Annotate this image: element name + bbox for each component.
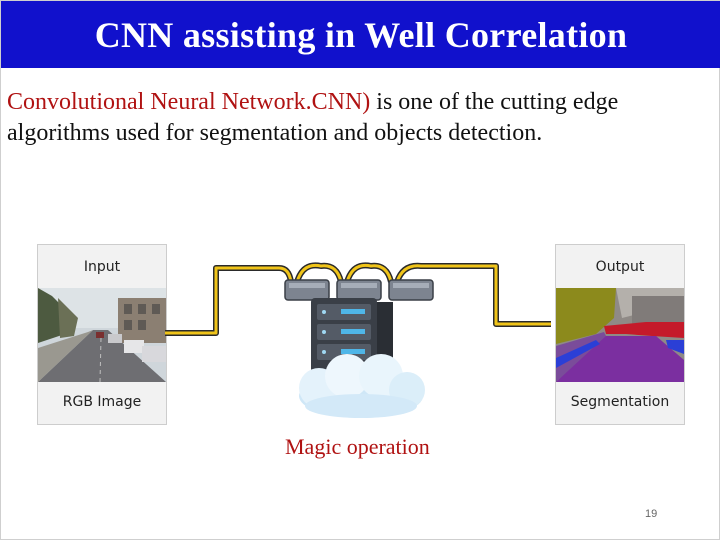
connector-blocks [284,279,434,301]
page-number: 19 [645,508,658,520]
output-label: Output [595,259,645,275]
cloud-icon [299,354,425,418]
input-card: Input RGB Image [37,244,167,425]
body-paragraph: Convolutional Neural Network.CNN) is one… [7,87,715,149]
body-highlight: Convolutional Neural Network.CNN) [7,89,371,115]
input-label: Input [83,259,121,275]
cnn-diagram [165,262,551,418]
magic-operation-caption: Magic operation [285,434,430,459]
rgb-image-label: RGB Image [62,394,142,410]
output-card: Output Segmentation [555,244,685,425]
slide-title: CNN assisting in Well Correlation [1,1,720,68]
street-photo [38,288,166,382]
segmentation-map [556,288,684,382]
body-rest: is one of the cutting edge algorithms us… [7,89,619,146]
segmentation-label: Segmentation [570,394,670,410]
